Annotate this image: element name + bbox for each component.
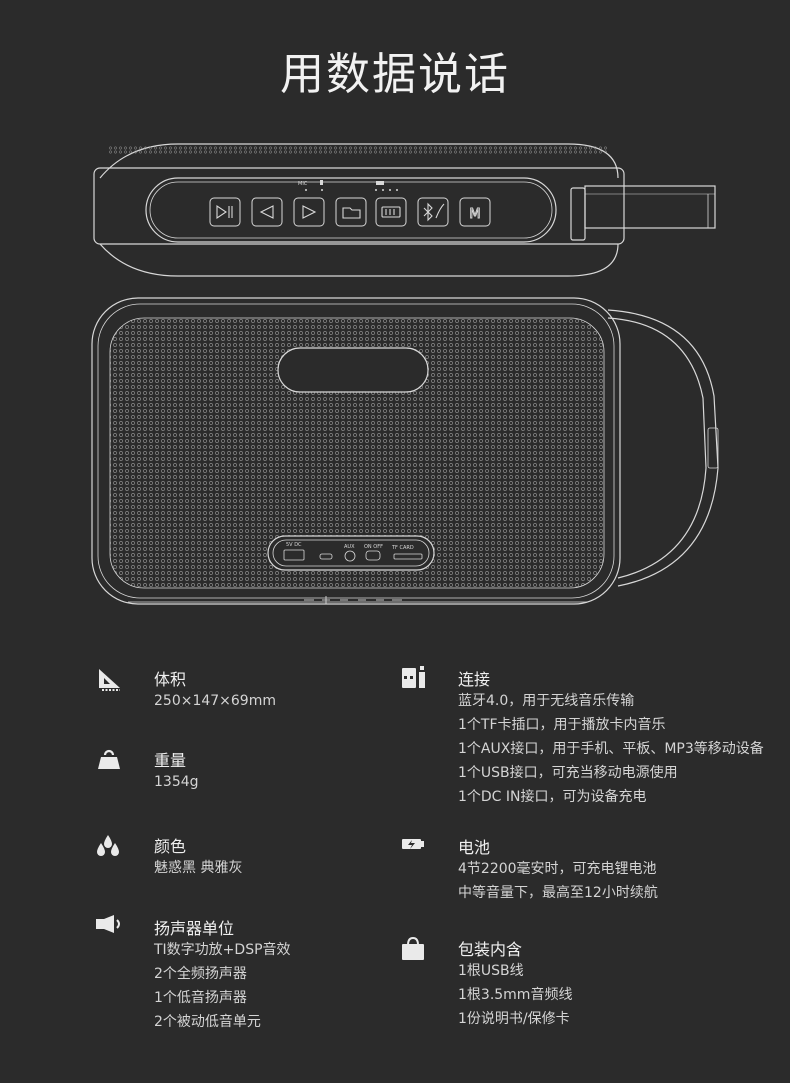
spec-speaker-heading: 扬声器单位 [154,919,235,938]
ruler-triangle-icon [99,669,120,691]
spec-color-line: 魅惑黑 典雅灰 [154,860,243,876]
speaker-illustration: M MIC [88,138,728,612]
spec-package-heading: 包装内含 [458,940,523,959]
spec-package-line-3: 1份说明书/保修卡 [458,1011,570,1027]
mode-button-label: M [469,207,480,222]
on-off-label: ON OFF [364,544,383,550]
spec-battery-line-1: 4节2200毫安时，可充电锂电池 [458,861,657,877]
spec-package-line-2: 1根3.5mm音频线 [458,987,573,1003]
spec-connection-line-4: 1个USB接口，可充当移动电源使用 [458,765,678,781]
tf-card-label: TF CARD [391,545,414,551]
spec-battery-heading: 电池 [458,838,491,857]
speaker-drawing: M MIC [91,143,719,605]
spec-speaker-line-3: 1个低音扬声器 [154,990,247,1006]
battery-icon [402,839,424,849]
speaker-icon [96,915,120,933]
color-drops-icon [97,835,119,856]
spec-speaker-line-1: TI数字功放+DSP音效 [154,942,291,958]
spec-color-heading: 颜色 [154,837,187,856]
spec-connection-heading: 连接 [458,670,491,689]
speaker-top-view: M MIC [93,143,716,277]
connection-icon [402,666,425,688]
aux-label: AUX [344,544,355,550]
spec-weight-heading: 重量 [154,751,187,770]
spec-connection-line-5: 1个DC IN接口，可为设备充电 [458,789,647,805]
mic-label: MIC [298,181,308,187]
spec-speaker-line-4: 2个被动低音单元 [154,1014,261,1030]
spec-battery-line-2: 中等音量下，最高至12小时续航 [458,885,658,901]
weight-icon [98,749,120,769]
spec-speaker-line-2: 2个全频扬声器 [154,966,247,982]
speaker-front-view: 5V DC AUX ON OFF TF CARD [91,297,719,605]
spec-connection-line-2: 1个TF卡插口，用于播放卡内音乐 [458,717,666,733]
spec-connection-line-1: 蓝牙4.0，用于无线音乐传输 [458,693,635,709]
spec-connection-line-3: 1个AUX接口，用于手机、平板、MP3等移动设备 [458,741,764,757]
spec-package-line-1: 1根USB线 [458,963,524,979]
dc-in-label: 5V DC [286,542,302,548]
page-title: 用数据说话 [280,49,510,100]
spec-weight-line: 1354g [154,774,199,790]
package-bag-icon [402,936,424,960]
spec-volume-heading: 体积 [154,670,187,689]
spec-volume-line: 250×147×69mm [154,693,276,709]
